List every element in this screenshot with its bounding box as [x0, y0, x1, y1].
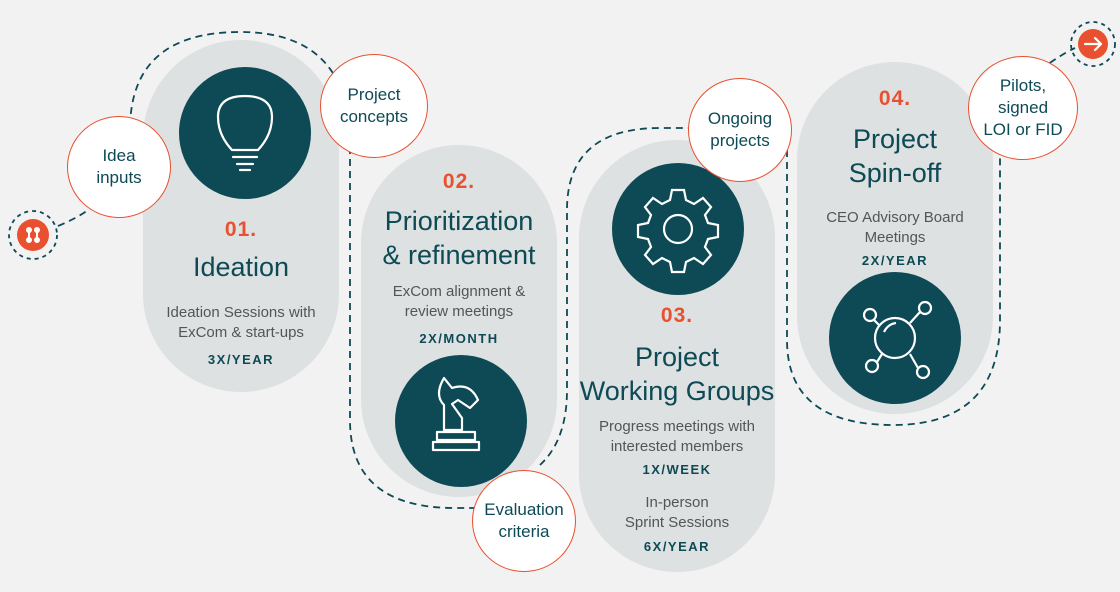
connector-start [57, 199, 101, 227]
stage-1-frequency: 3X/YEAR [207, 352, 275, 367]
stage-1-title: Ideation [192, 252, 290, 282]
stage-1-number: 01. [224, 218, 258, 241]
stage-1-description: Ideation Sessions with ExCom & start-ups [166, 304, 316, 341]
connector-3-4 [786, 145, 1001, 426]
chess-knight-icon [431, 376, 481, 452]
stage-3-frequency-2: 6X/YEAR [643, 539, 711, 554]
network-icon [862, 300, 933, 380]
bubble-idea-inputs-label: Idea inputs [96, 146, 142, 187]
connector-2-3 [539, 127, 700, 466]
stage-4-frequency: 2X/YEAR [861, 253, 929, 268]
bubble-evaluation-criteria-label: Evaluation criteria [484, 500, 564, 541]
bubble-ongoing-projects-label: Ongoing projects [707, 109, 773, 150]
stage-3-description-2: In-person Sprint Sessions [624, 494, 730, 531]
bubble-ongoing-projects: Ongoing projects [688, 78, 792, 182]
stage-3-icon-circle [612, 163, 744, 295]
start-marker [8, 210, 58, 260]
bubble-project-concepts-label: Project concepts [339, 85, 409, 126]
bubble-evaluation-criteria: Evaluation criteria [472, 470, 576, 572]
stage-1-icon-circle [179, 67, 311, 199]
gear-icon [636, 188, 720, 274]
bubble-project-concepts: Project concepts [320, 54, 428, 158]
bubble-pilots: Pilots, signed LOI or FID [968, 56, 1078, 160]
stage-4-description: CEO Advisory Board Meetings [826, 209, 964, 246]
stage-3-number: 03. [660, 304, 694, 327]
stage-4-title: Project Spin-off [848, 124, 942, 188]
stage-4-icon-circle [829, 272, 961, 404]
stage-2-frequency: 2X/MONTH [419, 331, 499, 346]
end-arrow-marker [1070, 21, 1116, 67]
stage-2-number: 02. [442, 170, 476, 193]
stage-3-title: Project Working Groups [579, 342, 775, 406]
stage-2-description: ExCom alignment & review meetings [392, 283, 526, 320]
bubble-idea-inputs: Idea inputs [67, 116, 171, 218]
connector-1-2 [129, 31, 478, 509]
lightbulb-icon [216, 94, 274, 172]
stage-4-number: 04. [878, 87, 912, 110]
stage-3-frequency: 1X/WEEK [642, 462, 712, 477]
stage-2-title: Prioritization & refinement [382, 206, 536, 270]
stage-3-description: Progress meetings with interested member… [599, 418, 755, 455]
bubble-pilots-label: Pilots, signed LOI or FID [983, 76, 1063, 139]
